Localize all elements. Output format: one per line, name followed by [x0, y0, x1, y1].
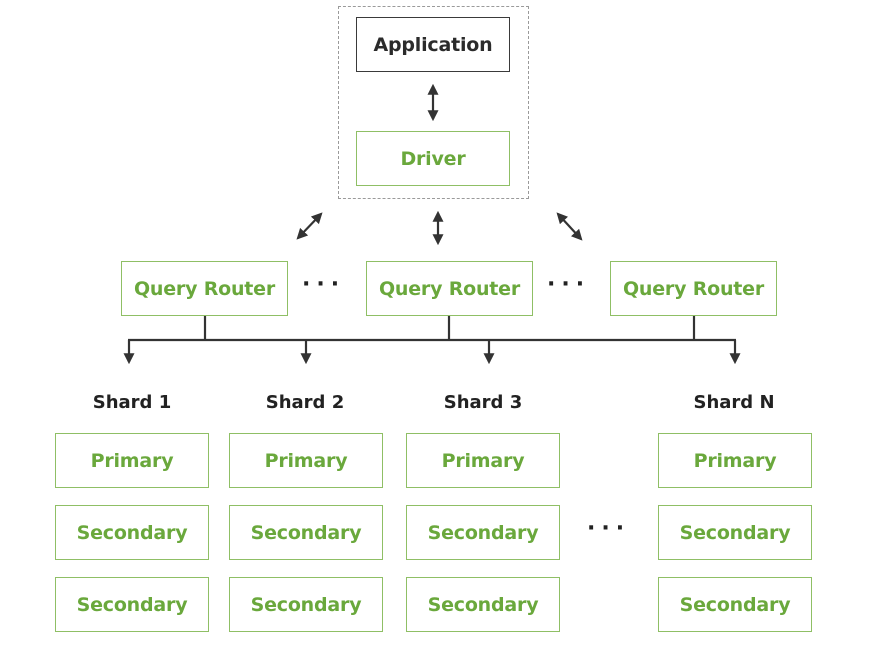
driver-router-3-arrow — [556, 212, 583, 241]
secondary-label: Secondary — [679, 521, 791, 544]
shard-3-secondary-1: Secondary — [406, 505, 560, 560]
primary-label: Primary — [693, 449, 777, 472]
driver-label: Driver — [400, 147, 466, 170]
shard-1-secondary-2: Secondary — [55, 577, 209, 632]
shard-n-primary: Primary — [658, 433, 812, 488]
shard-2-secondary-1: Secondary — [229, 505, 383, 560]
secondary-label: Secondary — [427, 593, 539, 616]
router-ellipsis-2: ··· — [547, 272, 591, 297]
secondary-label: Secondary — [679, 593, 791, 616]
shard-1-primary: Primary — [55, 433, 209, 488]
query-router-label: Query Router — [378, 277, 521, 300]
shard-2-secondary-2: Secondary — [229, 577, 383, 632]
shard-3-secondary-2: Secondary — [406, 577, 560, 632]
secondary-label: Secondary — [76, 521, 188, 544]
shard-3-label: Shard 3 — [443, 392, 523, 413]
shard-3-primary: Primary — [406, 433, 560, 488]
shard-n-secondary-2: Secondary — [658, 577, 812, 632]
shard-n-label: Shard N — [693, 392, 775, 413]
secondary-label: Secondary — [250, 593, 362, 616]
primary-label: Primary — [264, 449, 348, 472]
query-router-label: Query Router — [133, 277, 276, 300]
primary-label: Primary — [441, 449, 525, 472]
query-router-2: Query Router — [366, 261, 533, 316]
shard-1-secondary-1: Secondary — [55, 505, 209, 560]
query-router-label: Query Router — [622, 277, 765, 300]
primary-label: Primary — [90, 449, 174, 472]
application-box: Application — [356, 17, 510, 72]
shard-2-primary: Primary — [229, 433, 383, 488]
client-group — [338, 6, 529, 199]
application-label: Application — [373, 33, 493, 56]
shard-2-label: Shard 2 — [265, 392, 345, 413]
driver-router-1-arrow — [296, 212, 323, 240]
driver-box: Driver — [356, 131, 510, 186]
secondary-label: Secondary — [250, 521, 362, 544]
query-router-3: Query Router — [610, 261, 777, 316]
shard-n-secondary-1: Secondary — [658, 505, 812, 560]
query-router-1: Query Router — [121, 261, 288, 316]
router-ellipsis-1: ··· — [302, 272, 346, 297]
shard-1-label: Shard 1 — [92, 392, 172, 413]
shard-ellipsis: ··· — [587, 516, 631, 541]
secondary-label: Secondary — [427, 521, 539, 544]
secondary-label: Secondary — [76, 593, 188, 616]
